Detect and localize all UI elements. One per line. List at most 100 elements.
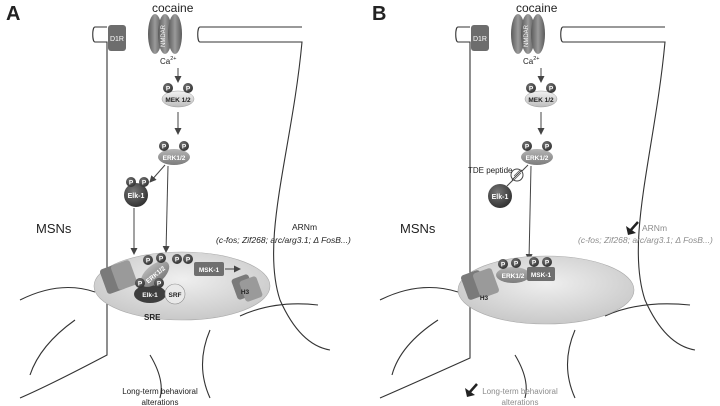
cell-type-label: MSNs <box>400 221 436 236</box>
svg-text:P: P <box>514 261 519 268</box>
gene-list: (c-fos; Zif268; arc/arg3.1; Δ FosB...) <box>578 235 713 245</box>
erk-protein <box>158 149 190 165</box>
dendrite <box>604 303 691 317</box>
outcome-line-1: Long-term behavioral <box>122 387 198 396</box>
drug-label: cocaine <box>516 1 558 15</box>
svg-text:P: P <box>159 256 164 263</box>
panel-letter: B <box>372 3 386 25</box>
phospho-cluster: P P P P <box>498 257 552 269</box>
svg-text:P: P <box>545 144 550 151</box>
nucleosome <box>100 260 137 294</box>
erk-label: ERK1/2 <box>526 155 549 162</box>
mek-protein <box>161 90 195 108</box>
elk1-nuclear <box>134 285 166 303</box>
dendrite <box>379 286 459 301</box>
svg-text:P: P <box>166 86 171 93</box>
nmdar-receptor <box>511 14 545 54</box>
nmdar-receptor <box>148 14 182 54</box>
elk1-label: Elk-1 <box>492 194 509 201</box>
svg-text:P: P <box>175 257 180 264</box>
panel-a: A cocaine D1R NMDAR Ca2+ MEK 1/2 P P ERK… <box>6 1 351 406</box>
erk-label: ERK1/2 <box>163 155 186 162</box>
signal-arrow <box>525 165 533 261</box>
srf-label: SRF <box>169 292 182 299</box>
mek-protein <box>524 90 558 108</box>
svg-text:Elk-1: Elk-1 <box>142 292 158 299</box>
block-icon <box>510 168 524 182</box>
erk-protein <box>521 149 553 165</box>
cell-type-label: MSNs <box>36 221 72 236</box>
dendrite <box>19 287 96 301</box>
dendrite <box>202 329 211 399</box>
phospho-site <box>183 83 193 93</box>
sre-label: SRE <box>144 313 161 322</box>
mek-label: MEK 1/2 <box>165 97 191 104</box>
svg-text:P: P <box>138 281 143 288</box>
mrna-label: ARNm <box>642 223 667 233</box>
dendrite <box>239 303 319 317</box>
phospho-site <box>159 141 169 151</box>
elk1-label: Elk-1 <box>128 193 145 200</box>
panel-b: B cocaine D1R NMDAR Ca2+ MEK 1/2 P P ERK… <box>372 1 713 406</box>
svg-text:P: P <box>501 262 506 269</box>
svg-text:P: P <box>532 260 537 267</box>
calcium-label: Ca2+ <box>160 56 177 66</box>
d1r-label: D1R <box>473 36 487 43</box>
svg-text:P: P <box>142 180 147 187</box>
svg-text:P: P <box>157 281 162 288</box>
histone-h3 <box>231 274 263 302</box>
phospho-site <box>126 177 136 187</box>
nucleosome <box>461 268 499 300</box>
phospho-site <box>542 141 552 151</box>
histone-label: H3 <box>480 295 489 302</box>
signal-arrow <box>149 164 166 183</box>
elk1-protein <box>124 183 148 207</box>
phospho-site <box>179 141 189 151</box>
signal-arrow <box>162 165 170 253</box>
calcium-label: Ca2+ <box>523 56 540 66</box>
phospho-site <box>522 141 532 151</box>
outcome-line-2: alterations <box>142 398 179 406</box>
elk1-protein <box>488 184 512 208</box>
svg-text:P: P <box>186 257 191 264</box>
dendrite <box>514 354 527 399</box>
d1r-label: D1R <box>110 36 124 43</box>
srf-protein <box>164 283 186 305</box>
svg-text:P: P <box>162 144 167 151</box>
panel-letter: A <box>6 3 20 25</box>
svg-text:P: P <box>146 258 151 265</box>
msk1-label: MSK-1 <box>199 267 220 274</box>
d1r-receptor <box>471 25 489 51</box>
phospho-site <box>139 177 149 187</box>
d1r-receptor <box>108 25 126 51</box>
svg-text:P: P <box>549 86 554 93</box>
phospho-site <box>526 83 536 93</box>
phospho-cluster: P P P P P P <box>135 253 193 288</box>
svg-text:ERK1/2: ERK1/2 <box>502 273 525 280</box>
erk-nuclear <box>496 267 530 283</box>
dendrite <box>567 329 576 399</box>
msk1-label: MSK-1 <box>531 272 552 279</box>
nmdar-label: NMDAR <box>161 24 167 47</box>
neuron-outline <box>379 26 696 399</box>
svg-text:P: P <box>129 180 134 187</box>
drug-label: cocaine <box>152 1 194 15</box>
phospho-site <box>163 83 173 93</box>
svg-text:P: P <box>529 86 534 93</box>
phospho-site <box>546 83 556 93</box>
nmdar-label: NMDAR <box>524 24 530 47</box>
dendrite <box>149 354 162 399</box>
histone-label: H3 <box>241 289 250 296</box>
neuron-outline <box>19 26 331 399</box>
decrease-arrow-icon <box>465 383 478 397</box>
svg-text:P: P <box>182 144 187 151</box>
svg-text:P: P <box>525 144 530 151</box>
peptide-label: TDE peptide <box>468 166 513 175</box>
svg-text:P: P <box>186 86 191 93</box>
gene-list: (c-fos; Zif268; arc/arg3.1; Δ FosB...) <box>216 235 351 245</box>
mek-label: MEK 1/2 <box>528 97 554 104</box>
svg-text:P: P <box>545 260 550 267</box>
erk-nuclear <box>140 261 170 287</box>
outcome-line-2: alterations <box>502 398 539 406</box>
